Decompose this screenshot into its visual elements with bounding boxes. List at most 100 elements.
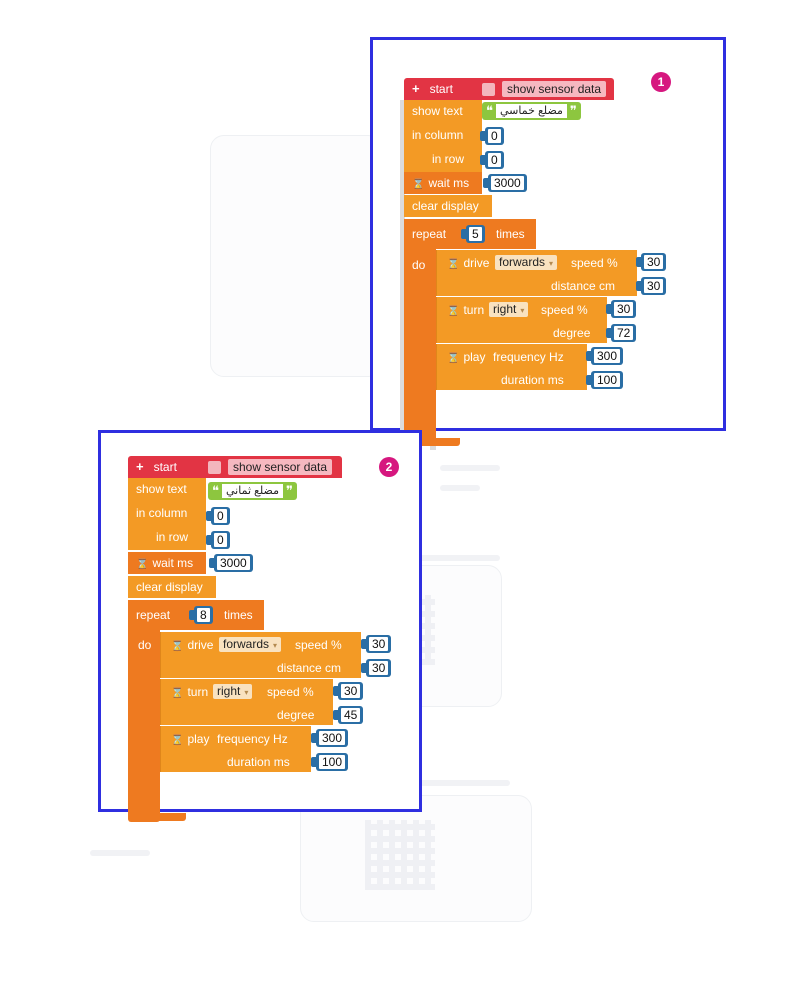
clear-display-block[interactable]: clear display [404, 195, 492, 217]
chevron-down-icon: ▾ [273, 641, 278, 650]
turn-speed-value[interactable]: 30 [614, 302, 634, 316]
drive-speed-input[interactable]: 30 [360, 635, 392, 653]
background-card [210, 135, 382, 377]
wait-number-input[interactable]: 3000 [209, 554, 253, 572]
wait-block[interactable]: ⌛wait ms [128, 552, 206, 574]
repeat-count-input[interactable]: 5 [461, 225, 485, 243]
quote-open-icon: ❝ [486, 103, 493, 118]
turn-block[interactable]: ⌛turn right▾ speed % degree [160, 679, 333, 725]
wait-label: wait ms [152, 556, 194, 570]
chevron-down-icon: ▾ [549, 259, 554, 268]
repeat-footer [404, 438, 460, 446]
drive-distance-value[interactable]: 30 [644, 279, 664, 293]
duration-input[interactable]: 100 [585, 371, 624, 389]
example-number-badge: 1 [651, 72, 671, 92]
row-number-input[interactable]: 0 [206, 531, 230, 549]
hourglass-icon: ⌛ [447, 353, 460, 364]
chevron-down-icon: ▾ [244, 688, 249, 697]
text-string-block[interactable]: ❝مضلع خماسي❞ [482, 102, 581, 120]
column-number-input[interactable]: 0 [206, 507, 230, 525]
wait-label: wait ms [428, 176, 470, 190]
wait-value[interactable]: 3000 [491, 176, 524, 190]
clear-display-label: clear display [412, 199, 479, 213]
column-value[interactable]: 0 [488, 129, 501, 143]
row-value[interactable]: 0 [488, 153, 501, 167]
quote-open-icon: ❝ [212, 483, 219, 498]
show-text-block[interactable]: show text in column in row [128, 478, 206, 550]
drive-speed-value[interactable]: 30 [369, 637, 389, 651]
turn-degree-input[interactable]: 72 [605, 324, 637, 342]
drive-speed-input[interactable]: 30 [635, 253, 667, 271]
in-column-label: in column [412, 128, 464, 142]
drive-label: drive [463, 256, 490, 270]
frequency-label: frequency Hz [493, 350, 564, 364]
turn-degree-value[interactable]: 45 [341, 708, 361, 722]
start-block[interactable]: +start show sensor data [404, 78, 614, 100]
repeat-count-input[interactable]: 8 [189, 606, 213, 624]
drive-distance-input[interactable]: 30 [360, 659, 392, 677]
wait-block[interactable]: ⌛wait ms [404, 172, 482, 194]
frequency-input[interactable]: 300 [310, 729, 349, 747]
turn-label: turn [463, 303, 485, 317]
row-number-input[interactable]: 0 [480, 151, 504, 169]
plus-icon[interactable]: + [412, 81, 420, 96]
degree-label: degree [277, 708, 315, 722]
sensor-checkbox[interactable] [208, 461, 221, 474]
example-2-frame: 2 +start show sensor data show text in c… [98, 430, 422, 822]
text-string-value[interactable]: مضلع ثماني [222, 484, 283, 498]
turn-label: turn [187, 685, 209, 699]
background-line [440, 465, 500, 471]
drive-direction-dropdown[interactable]: forwards▾ [495, 255, 558, 270]
hourglass-icon: ⌛ [171, 688, 184, 699]
turn-speed-input[interactable]: 30 [332, 682, 364, 700]
text-string-block[interactable]: ❝مضلع ثماني❞ [208, 482, 297, 500]
show-text-label: show text [136, 482, 187, 496]
rail-shadow [400, 100, 405, 450]
turn-degree-input[interactable]: 45 [332, 706, 364, 724]
duration-input[interactable]: 100 [310, 753, 349, 771]
play-block[interactable]: ⌛play frequency Hz duration ms [160, 726, 311, 772]
repeat-label: repeat [412, 227, 447, 241]
plus-icon[interactable]: + [136, 459, 144, 474]
show-text-block[interactable]: show text in column in row [404, 100, 482, 172]
duration-label: duration ms [227, 755, 290, 769]
clear-display-block[interactable]: clear display [128, 576, 216, 598]
wait-value[interactable]: 3000 [217, 556, 250, 570]
start-block[interactable]: + start show sensor data [128, 456, 342, 478]
wait-number-input[interactable]: 3000 [483, 174, 527, 192]
frequency-value[interactable]: 300 [594, 349, 621, 363]
turn-block[interactable]: ⌛turn right▾ speed % degree [436, 297, 607, 343]
turn-speed-value[interactable]: 30 [341, 684, 361, 698]
times-label: times [496, 227, 525, 241]
drive-block[interactable]: ⌛drive forwards▾ speed % distance cm [436, 250, 637, 296]
show-sensor-data-label: show sensor data [228, 459, 333, 475]
turn-speed-input[interactable]: 30 [605, 300, 637, 318]
drive-speed-value[interactable]: 30 [644, 255, 664, 269]
turn-direction-dropdown[interactable]: right▾ [213, 684, 253, 699]
duration-value[interactable]: 100 [319, 755, 346, 769]
start-label: start [153, 460, 177, 474]
drive-block[interactable]: ⌛drive forwards▾ speed % distance cm [160, 632, 361, 678]
drive-distance-input[interactable]: 30 [635, 277, 667, 295]
frequency-value[interactable]: 300 [319, 731, 346, 745]
turn-degree-value[interactable]: 72 [614, 326, 634, 340]
text-string-value[interactable]: مضلع خماسي [496, 104, 567, 118]
do-label: do [412, 258, 426, 272]
row-value[interactable]: 0 [214, 533, 227, 547]
turn-direction-value: right [493, 302, 517, 316]
drive-distance-value[interactable]: 30 [369, 661, 389, 675]
drive-direction-dropdown[interactable]: forwards▾ [219, 637, 282, 652]
example-1-frame: 1 +start show sensor data show text in c… [370, 37, 726, 450]
hourglass-icon: ⌛ [171, 735, 184, 746]
repeat-count-value[interactable]: 5 [469, 227, 482, 241]
column-number-input[interactable]: 0 [480, 127, 504, 145]
frequency-input[interactable]: 300 [585, 347, 624, 365]
column-value[interactable]: 0 [214, 509, 227, 523]
chevron-down-icon: ▾ [520, 306, 525, 315]
play-block[interactable]: ⌛play frequency Hz duration ms [436, 344, 587, 390]
repeat-count-value[interactable]: 8 [197, 608, 210, 622]
duration-value[interactable]: 100 [594, 373, 621, 387]
turn-direction-dropdown[interactable]: right▾ [489, 302, 529, 317]
sensor-checkbox[interactable] [482, 83, 495, 96]
